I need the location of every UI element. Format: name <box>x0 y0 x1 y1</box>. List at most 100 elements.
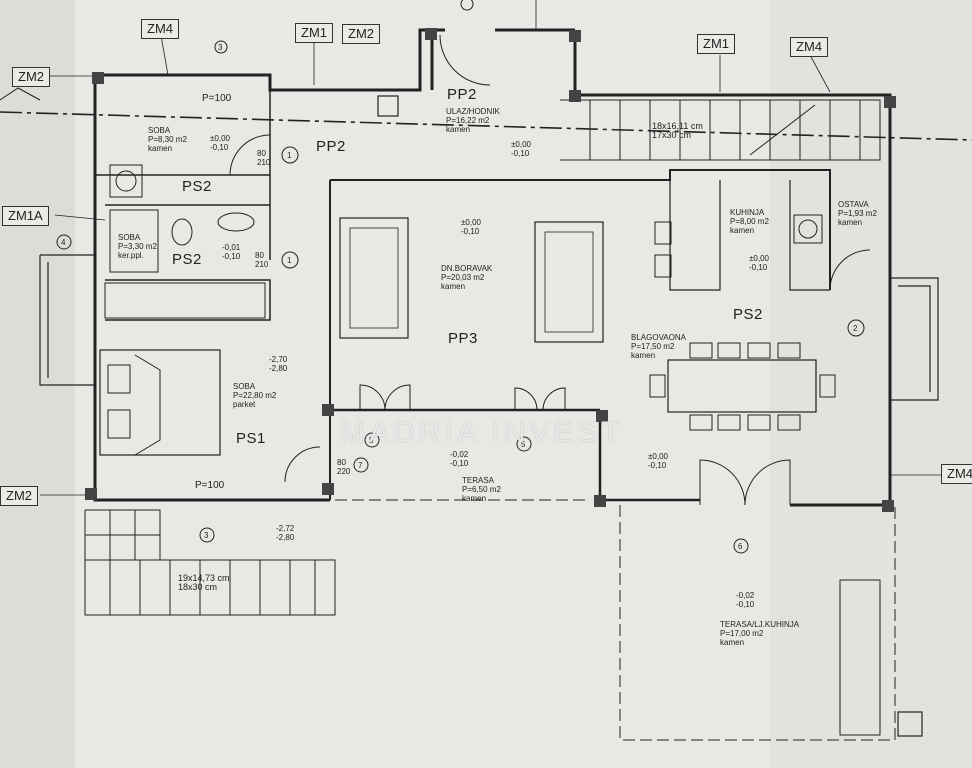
wall-column <box>85 488 97 500</box>
marker-circle <box>214 40 228 54</box>
marker-number: 4 <box>61 238 66 247</box>
parapet-height: P=100 <box>195 480 225 491</box>
bar-stool <box>654 221 672 245</box>
terrace-door <box>699 459 791 506</box>
room-label-terasa-kuhinja: TERASA/LJ.KUHINJA P=17,00 m2 kamen <box>720 620 800 647</box>
wall-column <box>425 28 437 40</box>
level-mark: -0,02 -0,10 <box>450 450 469 468</box>
level-mark: ±0,00 -0,10 <box>461 218 481 236</box>
room-code-pp3: PP3 <box>448 330 478 347</box>
north-arrow <box>0 87 41 101</box>
marker-number: 3 <box>204 531 209 540</box>
door-swing <box>229 134 271 176</box>
bedroom-walls <box>95 90 271 321</box>
door-dimension: 80 210 <box>257 149 271 167</box>
room-code-pp2: PP2 <box>316 138 346 155</box>
room-code-ps2: PS2 <box>182 178 212 195</box>
toilet <box>171 218 193 246</box>
wall-column <box>322 404 334 416</box>
room-label-soba: SOBA P=8,30 m2 kamen <box>148 126 187 153</box>
bed-pillow <box>107 364 131 394</box>
stairs-bottom-landing <box>85 509 161 560</box>
bed <box>99 349 221 456</box>
level-mark: -2,70 -2,80 <box>269 355 288 373</box>
wall-column <box>594 495 606 507</box>
tag-zm4-top: ZM4 <box>141 19 179 39</box>
sink <box>217 212 255 232</box>
marker-circle <box>364 432 380 448</box>
room-code-pp2: PP2 <box>447 86 477 103</box>
french-door <box>359 384 411 411</box>
level-mark: ±0,00 -0,10 <box>210 134 230 152</box>
room-label-ulaz: ULAZ/HODNIK P=16,22 m2 kamen <box>446 107 500 134</box>
wardrobe <box>104 282 266 319</box>
marker-circle <box>281 251 299 269</box>
marker-circle <box>56 234 72 250</box>
marker-circle <box>847 319 865 337</box>
tag-zm1a-left: ZM1A <box>2 206 49 226</box>
column <box>377 95 399 117</box>
parapet-height: P=100 <box>202 93 232 104</box>
wall-column <box>884 96 896 108</box>
terrace-outline <box>335 499 896 741</box>
chimney <box>897 711 923 737</box>
room-code-ps1: PS1 <box>236 430 266 447</box>
tag-zm1-right: ZM1 <box>697 34 735 54</box>
level-mark: -0,01 -0,10 <box>222 243 241 261</box>
level-mark: ±0,00 -0,10 <box>511 140 531 158</box>
bar-stool <box>654 254 672 278</box>
terrace-railing <box>839 579 881 736</box>
marker-number: 1 <box>287 256 292 265</box>
balcony-left <box>39 254 95 386</box>
watermark: MADRIA INVEST <box>340 416 624 449</box>
wall-column <box>882 500 894 512</box>
shower <box>109 209 159 273</box>
sofa-right <box>534 221 604 343</box>
wall-column <box>596 410 608 422</box>
marker-number: 6 <box>738 542 743 551</box>
door-swing <box>439 34 491 86</box>
room-label-soba-bath: SOBA P=3,30 m2 ker.ppl. <box>118 233 157 260</box>
stove <box>793 214 823 244</box>
room-label-terasa: TERASA P=6,50 m2 kamen <box>462 476 501 503</box>
stairs-top-arrow <box>749 104 816 156</box>
door-swing <box>829 249 871 291</box>
room-label-blagovaona: BLAGOVAONA P=17,50 m2 kamen <box>631 333 686 360</box>
level-mark: ±0,00 -0,10 <box>749 254 769 272</box>
tag-zm2-left: ZM2 <box>12 67 50 87</box>
section-line <box>0 111 972 141</box>
wall-column <box>569 30 581 42</box>
bed-sheet <box>134 354 161 456</box>
door-dimension: 80 210 <box>255 251 269 269</box>
stairs-bottom <box>84 510 336 616</box>
sofa-left <box>339 217 409 339</box>
marker-number: 2 <box>853 324 858 333</box>
room-label-ostava: OSTAVA P=1,93 m2 kamen <box>838 200 877 227</box>
level-mark: -2,72 -2,80 <box>276 524 295 542</box>
sofa-left-inner <box>349 227 399 329</box>
french-door <box>514 387 566 411</box>
marker-number: 1 <box>287 151 292 160</box>
stair-label-top: 18x16,11 cm 17x30 cm <box>652 121 703 140</box>
marker-circle <box>460 0 474 11</box>
level-mark: -0,02 -0,10 <box>736 591 755 609</box>
tag-zm2-bottom: ZM2 <box>0 486 38 506</box>
tag-zm2-top: ZM2 <box>342 24 380 44</box>
marker-circle <box>733 538 749 554</box>
bed-pillow <box>107 409 131 439</box>
wall-column <box>322 483 334 495</box>
room-label-boravak: DN.BORAVAK P=20,03 m2 kamen <box>441 264 493 291</box>
leader-lines <box>40 0 945 496</box>
balcony-right <box>890 277 939 401</box>
washer-drum <box>115 170 137 192</box>
marker-circle <box>516 436 532 452</box>
marker-circle <box>281 146 299 164</box>
wall-column <box>569 90 581 102</box>
marker-number: 5 <box>521 440 526 449</box>
outer-wall-right <box>573 32 892 507</box>
paper-fold-left <box>0 0 75 768</box>
room-label-soba-bed: SOBA P=22,80 m2 parket <box>233 382 277 409</box>
level-mark: ±0,00 -0,10 <box>648 452 668 470</box>
marker-number: 7 <box>358 461 363 470</box>
tag-zm4-edge: ZM4 <box>941 464 972 484</box>
